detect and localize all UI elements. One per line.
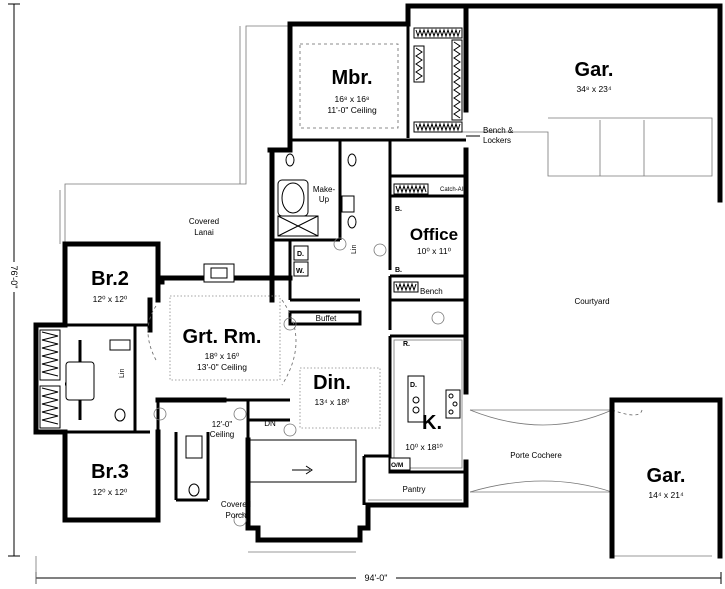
br2-label: Br.2 — [91, 268, 129, 290]
garage-main-label: Gar. — [575, 59, 614, 81]
overall-width-label: 94'-0" — [365, 573, 388, 583]
foyer-ceiling-line1: 12'-0" — [212, 420, 233, 429]
bath-b-upper: B. — [395, 206, 402, 213]
stair-down-label: DN — [264, 419, 276, 428]
buffet-label: Buffet — [316, 314, 338, 323]
porch-line2: Porch — [226, 511, 247, 520]
porch-line1: Covered — [221, 500, 251, 509]
lanai-line1: Covered — [189, 217, 219, 226]
kitchen-label: K. — [422, 412, 442, 434]
washer-label: W. — [296, 268, 304, 275]
makeup-line2: Up — [319, 195, 330, 204]
dining-dim: 13⁴ x 18⁰ — [315, 397, 351, 407]
dryer-label: D. — [297, 251, 304, 258]
br2-dim: 12⁰ x 12⁰ — [93, 294, 128, 304]
fixtures — [65, 153, 463, 501]
mbr-dim: 16⁸ x 16⁸ — [334, 94, 369, 104]
outdoor-outlines — [59, 25, 713, 557]
great-room-ceiling: 13'-0" Ceiling — [197, 362, 247, 372]
bench-lockers-line1: Bench & — [483, 126, 514, 135]
overall-depth-label: 76'-0" — [9, 266, 19, 289]
mbr-ceiling: 11'-0" Ceiling — [327, 105, 377, 115]
porte-cochere-label: Porte Cochere — [510, 451, 562, 460]
dishwasher-label: D. — [410, 382, 417, 389]
office-label: Office — [410, 225, 458, 244]
garage-small-dim: 14⁴ x 21⁴ — [648, 490, 684, 500]
exterior-walls — [33, 3, 723, 559]
oven-microwave-label: O/M — [391, 462, 403, 469]
great-room-dim: 18⁰ x 16⁰ — [205, 351, 240, 361]
catch-all-label: Catch-All — [440, 187, 464, 193]
garage-main-dim: 34⁸ x 23⁴ — [576, 84, 611, 94]
linen-mid-label: Lin — [351, 245, 358, 254]
great-room-label: Grt. Rm. — [183, 326, 262, 348]
foyer-ceiling-line2: Ceiling — [210, 430, 234, 439]
kitchen-dim: 10⁰ x 18¹⁰ — [405, 442, 443, 452]
ceiling-outlines — [147, 43, 445, 527]
dining-label: Din. — [313, 372, 351, 394]
refrigerator-label: R. — [403, 341, 410, 348]
br3-dim: 12⁰ x 12⁰ — [93, 487, 128, 497]
pantry-label: Pantry — [402, 485, 425, 494]
bench-lockers-line2: Lockers — [483, 136, 511, 145]
closet-shelving — [39, 27, 463, 429]
mbr-label: Mbr. — [331, 67, 372, 89]
garage-small-label: Gar. — [647, 465, 686, 487]
linen-left-label: Lin — [119, 369, 126, 378]
bath-b-lower: B. — [395, 267, 402, 274]
br3-label: Br.3 — [91, 461, 129, 483]
bench-label: Bench — [420, 287, 443, 296]
courtyard-label: Courtyard — [574, 297, 609, 306]
makeup-line1: Make- — [313, 185, 336, 194]
interior-walls — [65, 24, 466, 520]
lanai-line2: Lanai — [194, 228, 214, 237]
office-dim: 10⁰ x 11⁰ — [417, 246, 452, 256]
